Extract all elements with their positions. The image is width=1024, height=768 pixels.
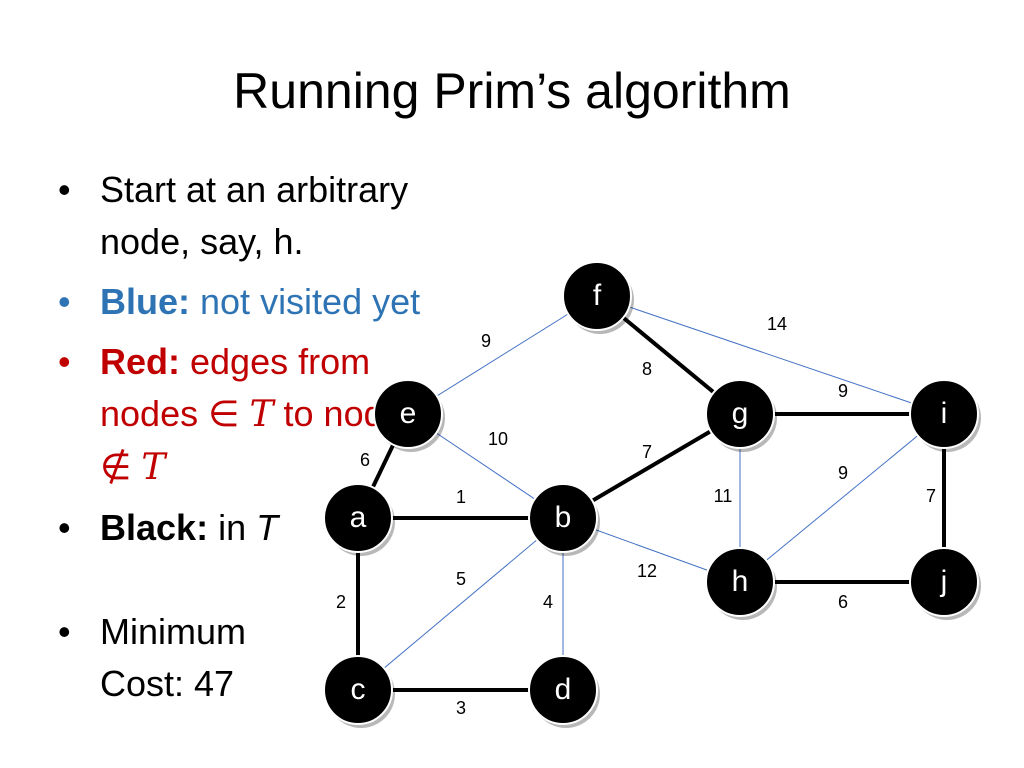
edge-b-c	[357, 517, 564, 691]
bullet-start-text: Start at an arbitrary node, say, h.	[100, 169, 409, 262]
node-label: a	[350, 501, 367, 534]
set-t: T	[256, 507, 279, 548]
edge-weight-g-h: 11	[714, 486, 733, 506]
bullet-black-text: in	[218, 507, 247, 548]
edge-weight-i-h: 9	[838, 463, 848, 483]
nodes-layer: f e g i a b h j c d	[323, 261, 981, 728]
edge-weight-a-b: 1	[456, 487, 466, 507]
edge-i-h	[739, 413, 945, 583]
node-label: c	[351, 673, 366, 706]
bullet-marker: •	[58, 507, 71, 548]
edge-weight-b-c: 5	[456, 569, 466, 589]
bullet-black: • Black: in T	[58, 502, 498, 554]
edge-weight-c-d: 3	[456, 698, 466, 718]
bullet-marker: •	[58, 281, 71, 322]
node-circle	[528, 655, 598, 725]
edge-weight-b-h: 12	[637, 561, 657, 581]
node-circle	[373, 379, 443, 449]
edge-weight-f-i: 14	[767, 314, 787, 334]
node-label: d	[555, 673, 572, 706]
node-label: f	[593, 279, 602, 312]
node-circle	[705, 547, 775, 617]
node-label: b	[555, 501, 572, 534]
edge-weight-i-j: 7	[926, 486, 936, 506]
node-a: a	[323, 483, 395, 556]
bullet-black-label: Black:	[100, 507, 209, 548]
bullet-blue-text: not visited yet	[200, 281, 421, 322]
notin-symbol: ∉	[100, 446, 132, 487]
edge-weight-a-c: 2	[336, 592, 346, 612]
bullet-min-cost: • Minimum Cost: 47	[58, 606, 498, 710]
edge-weight-g-b: 7	[642, 442, 652, 462]
node-d: d	[528, 655, 600, 728]
set-t: T	[141, 447, 166, 488]
node-g: g	[705, 379, 777, 452]
node-label: g	[732, 397, 749, 430]
node-label: j	[940, 565, 948, 598]
node-circle	[562, 261, 632, 331]
edge-weight-e-b: 10	[488, 429, 508, 449]
edge-f-e	[407, 295, 598, 415]
bullet-blue: • Blue: not visited yet	[58, 276, 498, 328]
node-circle	[705, 379, 775, 449]
node-f: f	[562, 261, 634, 334]
node-h: h	[705, 547, 777, 620]
min-cost-text: Minimum Cost: 47	[100, 611, 247, 704]
edge-weight-g-i: 9	[838, 381, 848, 401]
in-symbol: ∈	[208, 393, 240, 434]
bullet-marker: •	[58, 169, 71, 210]
set-t: T	[249, 394, 274, 435]
edge-weight-f-e: 9	[481, 331, 491, 351]
node-circle	[528, 483, 598, 553]
node-j: j	[909, 547, 981, 620]
edge-weight-h-j: 6	[838, 592, 848, 612]
node-label: i	[941, 397, 948, 430]
node-e: e	[373, 379, 445, 452]
bullet-blue-label: Blue:	[100, 281, 190, 322]
edge-weight-e-a: 6	[360, 450, 370, 470]
edges-layer	[356, 294, 946, 692]
bullet-red-text-1: edges from nodes	[100, 341, 371, 434]
node-label: e	[400, 397, 417, 430]
node-circle	[909, 379, 979, 449]
edge-f-i	[596, 295, 945, 415]
bullet-marker: •	[58, 341, 71, 382]
edge-weight-f-g: 8	[642, 359, 652, 379]
slide-title: Running Prim’s algorithm	[233, 63, 791, 119]
node-c: c	[323, 655, 395, 728]
edge-weight-b-d: 4	[543, 592, 553, 612]
node-i: i	[909, 379, 981, 452]
node-label: h	[732, 565, 749, 598]
bullet-red-label: Red:	[100, 341, 180, 382]
node-b: b	[528, 483, 600, 556]
node-circle	[909, 547, 979, 617]
node-circle	[323, 483, 393, 553]
bullet-marker: •	[58, 611, 71, 652]
bullet-start: • Start at an arbitrary node, say, h.	[58, 164, 498, 268]
node-circle	[323, 655, 393, 725]
